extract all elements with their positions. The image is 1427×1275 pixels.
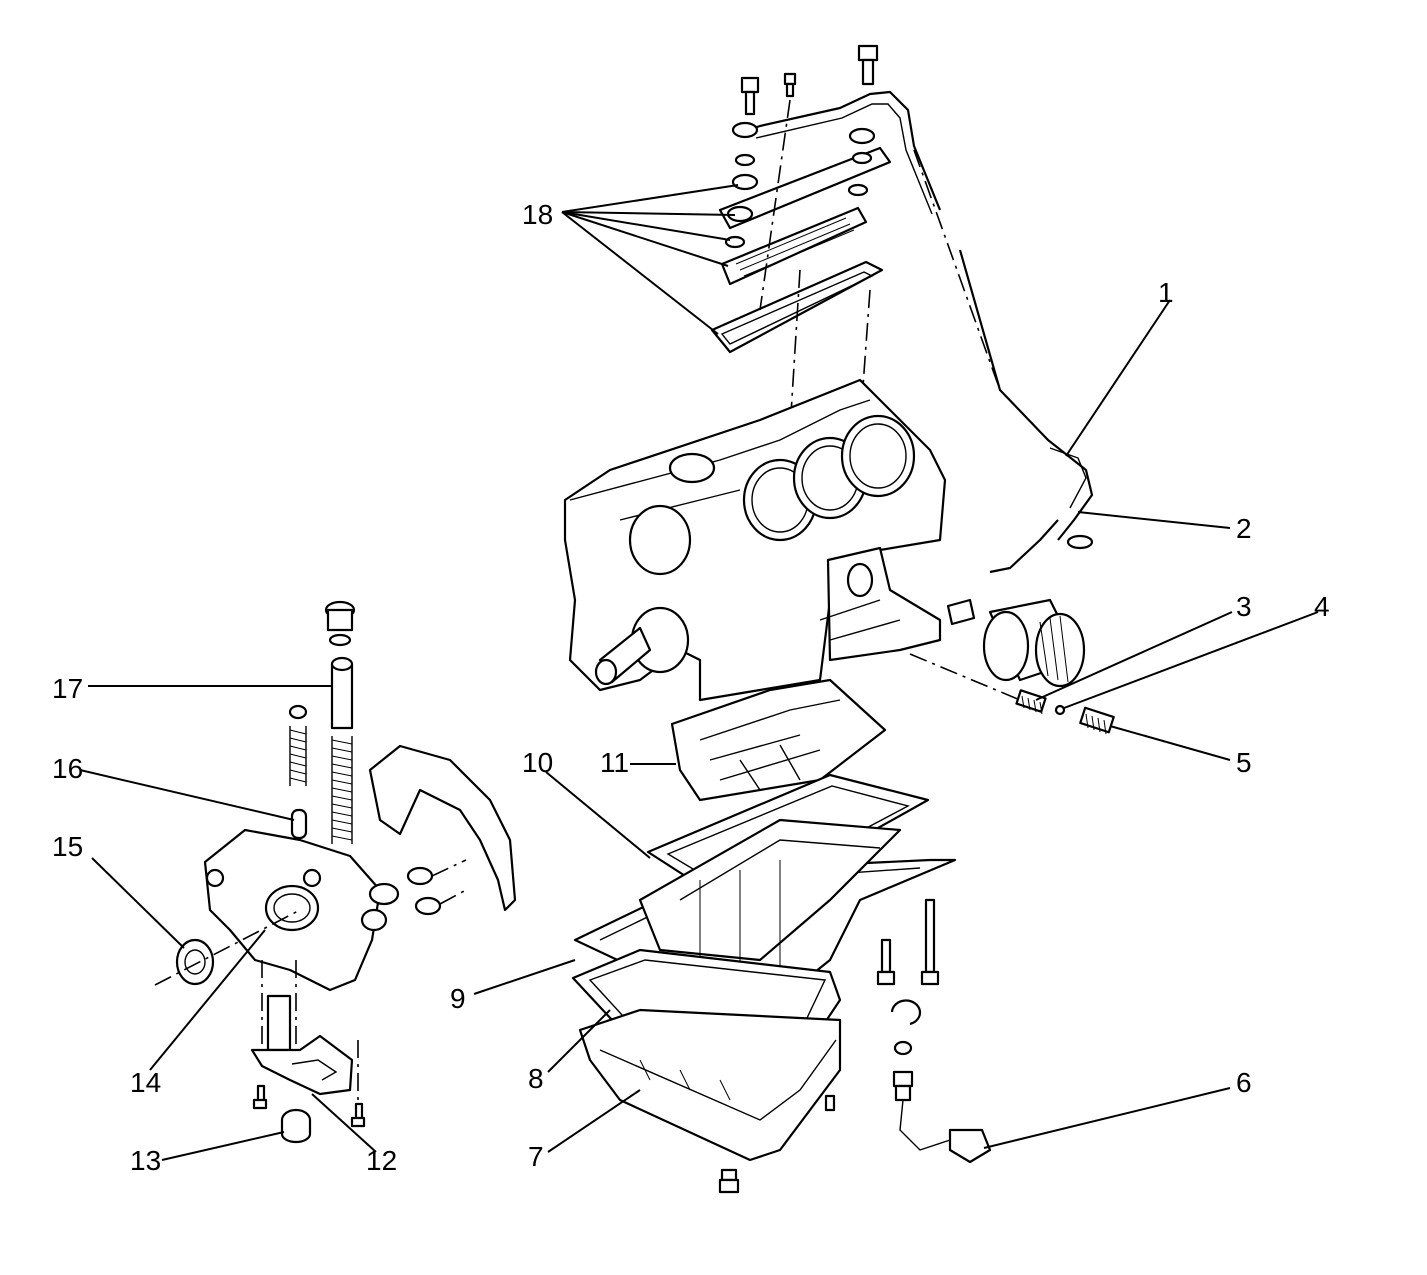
drain-plug <box>718 1168 740 1194</box>
callout-6: 6 <box>1236 1067 1252 1098</box>
spring-5 <box>1079 706 1115 735</box>
callout-16: 16 <box>52 753 83 784</box>
callout-2: 2 <box>1236 513 1252 544</box>
pickup-bolt-right <box>350 1102 366 1128</box>
pan-small-bolt <box>824 1094 836 1112</box>
cooler-bolt-right <box>857 44 879 86</box>
oil-level-sensor <box>890 999 992 1164</box>
bypass-valve-parts <box>909 653 1115 735</box>
cooler-bolt-center <box>783 72 797 98</box>
cooler-bolt-left <box>740 76 760 116</box>
spring-3 <box>1015 689 1047 715</box>
callout-10: 10 <box>522 747 553 778</box>
callout-4: 4 <box>1314 591 1330 622</box>
lower-oil-pan <box>571 948 842 1194</box>
ball-4 <box>1054 704 1066 716</box>
pickup-bolt-left <box>252 1084 268 1110</box>
oil-line <box>913 149 1094 574</box>
callout-14: 14 <box>130 1067 161 1098</box>
callout-1: 1 <box>1158 277 1174 308</box>
oil-filter <box>982 598 1086 688</box>
callout-18: 18 <box>522 199 553 230</box>
engine-block <box>563 378 976 702</box>
callout-5: 5 <box>1236 747 1252 778</box>
callout-15: 15 <box>52 831 83 862</box>
windage-tray <box>670 678 887 802</box>
pan-bolt-1 <box>876 938 896 986</box>
callout-11: 11 <box>600 747 629 778</box>
callout-3: 3 <box>1236 591 1252 622</box>
pan-bolt-2 <box>920 898 940 986</box>
oil-cooler-assembly <box>710 44 942 431</box>
callout-7: 7 <box>528 1141 544 1172</box>
callout-8: 8 <box>528 1063 544 1094</box>
oil-pump-cover-assembly <box>154 600 517 1144</box>
callout-17: 17 <box>52 673 83 704</box>
callout-labels: 1 2 3 4 5 6 7 8 9 10 11 12 13 14 15 16 1… <box>52 199 1330 1176</box>
callout-12: 12 <box>366 1145 397 1176</box>
callout-9: 9 <box>450 983 466 1014</box>
leader-lines <box>79 184 1319 1161</box>
callout-13: 13 <box>130 1145 161 1176</box>
